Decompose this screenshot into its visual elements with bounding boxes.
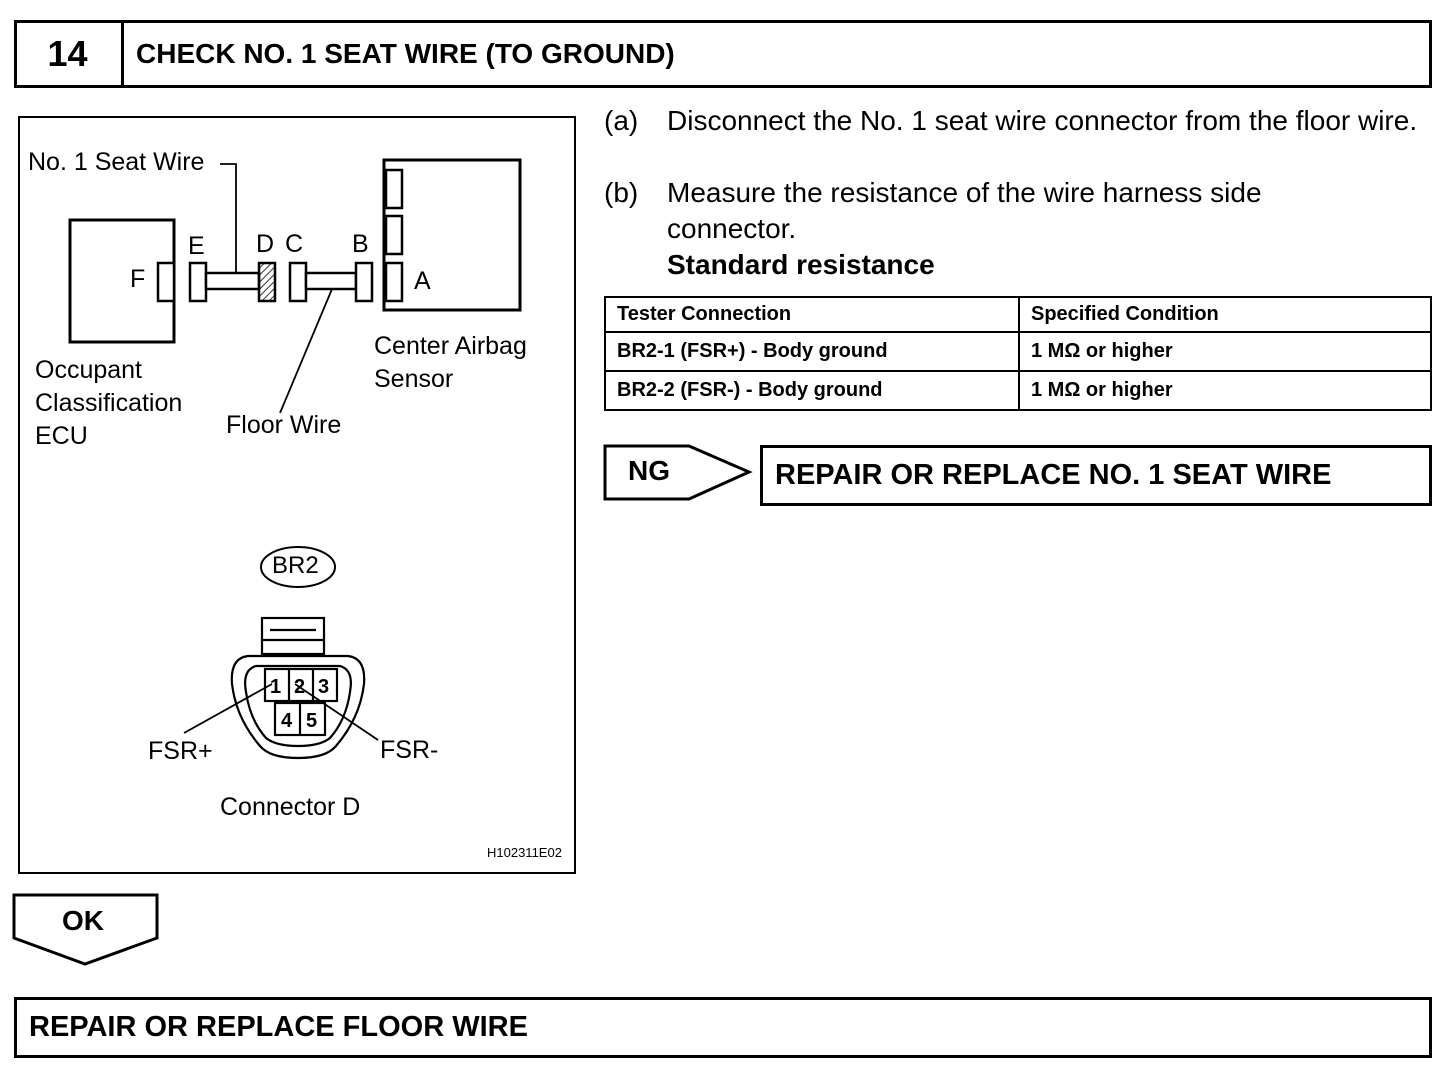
sensor-slot-1: [384, 168, 404, 210]
br2-label: BR2: [272, 552, 319, 579]
table-cell: 1 MΩ or higher: [1018, 370, 1432, 411]
instruction-letter-b: (b): [604, 177, 639, 208]
ok-result-box: REPAIR OR REPLACE FLOOR WIRE: [14, 997, 1432, 1058]
connector-c: [288, 261, 308, 303]
ecu-label-1: Occupant: [35, 356, 143, 384]
table-header-row: Tester Connection Specified Condition: [604, 296, 1432, 333]
ng-action: REPAIR OR REPLACE NO. 1 SEAT WIRE: [775, 459, 1332, 491]
table-row: BR2-1 (FSR+) - Body ground 1 MΩ or highe…: [604, 331, 1432, 372]
sensor-slot-2: [384, 214, 404, 256]
fsr-plus-leader: [183, 683, 273, 734]
ng-result-box: REPAIR OR REPLACE NO. 1 SEAT WIRE: [760, 445, 1432, 506]
pin-3: 3: [318, 676, 330, 698]
table-cell: BR2-1 (FSR+) - Body ground: [604, 331, 1020, 372]
step-header: [14, 20, 1432, 88]
connector-d: [257, 261, 277, 303]
instruction-text-b: Measure the resistance of the wire harne…: [667, 177, 1262, 244]
table-row: BR2-2 (FSR-) - Body ground 1 MΩ or highe…: [604, 370, 1432, 411]
seat-wire-label: No. 1 Seat Wire: [28, 148, 205, 176]
table-cell: 1 MΩ or higher: [1018, 331, 1432, 372]
airbag-sensor-label-2: Sensor: [374, 365, 454, 393]
floor-wire: [304, 271, 358, 291]
image-code: H102311E02: [487, 845, 562, 860]
ng-arrow-icon: [603, 444, 753, 501]
connector-e: [188, 261, 208, 303]
airbag-sensor-box: [382, 158, 522, 312]
instruction-letter-a: (a): [604, 105, 639, 136]
connector-a: [384, 261, 404, 303]
instruction-text-a: Disconnect the No. 1 seat wire connector…: [667, 105, 1418, 136]
pin-5: 5: [306, 710, 318, 732]
standard-heading: Standard resistance: [667, 249, 935, 280]
step-number: 14: [14, 20, 124, 88]
floor-wire-leader: [279, 288, 333, 414]
connector-a-label: A: [414, 267, 431, 295]
seat-wire: [204, 271, 261, 291]
connector-e-label: E: [188, 232, 205, 260]
connector-b-label: B: [352, 230, 369, 258]
ok-arrow-icon: [12, 893, 159, 966]
connector-b: [354, 261, 374, 303]
fsr-minus-label: FSR-: [380, 736, 439, 764]
ok-label: OK: [62, 905, 104, 936]
connector-f: [156, 261, 176, 303]
fsr-minus-leader: [294, 683, 379, 741]
instructions: (a) Disconnect the No. 1 seat wire conne…: [604, 103, 1434, 283]
connector-c-label: C: [285, 230, 304, 258]
pin-2: 2: [294, 676, 306, 698]
br2-ellipse: [260, 546, 336, 588]
table-header: Tester Connection: [604, 296, 1020, 333]
pin-1: 1: [270, 676, 282, 698]
connector-f-label: F: [130, 265, 146, 293]
ok-action: REPAIR OR REPLACE FLOOR WIRE: [29, 1011, 528, 1043]
ecu-label-2: Classification: [35, 389, 183, 417]
airbag-sensor-label-1: Center Airbag: [374, 332, 527, 360]
ecu-label-3: ECU: [35, 422, 88, 450]
step-title: CHECK NO. 1 SEAT WIRE (TO GROUND): [136, 38, 675, 69]
floor-wire-label: Floor Wire: [226, 411, 342, 439]
connector-d-caption: Connector D: [220, 793, 361, 821]
connector-d-label: D: [256, 230, 275, 258]
ng-label: NG: [628, 455, 670, 486]
diagram-svg: [68, 158, 522, 760]
table-header: Specified Condition: [1018, 296, 1432, 333]
pin-4: 4: [281, 710, 293, 732]
wiring-diagram: No. 1 Seat Wire F E D C B A Occupant Cla…: [18, 116, 576, 874]
fsr-plus-label: FSR+: [148, 737, 213, 765]
resistance-table: Tester Connection Specified Condition BR…: [604, 296, 1432, 411]
table-cell: BR2-2 (FSR-) - Body ground: [604, 370, 1020, 411]
seat-wire-leader: [220, 163, 237, 273]
